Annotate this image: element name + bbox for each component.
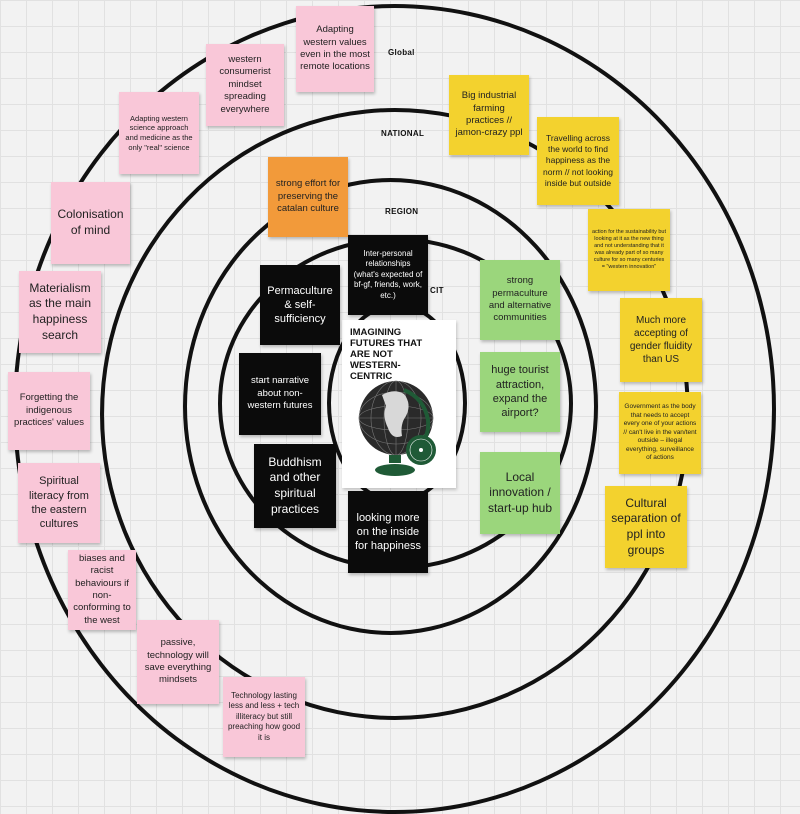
note-materialism[interactable]: Materialism as the main happiness search bbox=[19, 271, 101, 353]
note-catalan-culture[interactable]: strong effort for preserving the catalan… bbox=[268, 157, 348, 237]
note-spiritual-literacy[interactable]: Spiritual literacy from the eastern cult… bbox=[18, 463, 100, 543]
note-biases-racist[interactable]: biases and racist behaviours if non-conf… bbox=[68, 550, 136, 630]
note-travelling[interactable]: Travelling across the world to find happ… bbox=[537, 117, 619, 205]
ring-label-global: Global bbox=[388, 48, 415, 57]
globe-image bbox=[358, 380, 436, 476]
note-cultural-separation[interactable]: Cultural separation of ppl into groups bbox=[605, 486, 687, 568]
center-card[interactable]: IMAGINING FUTURES THAT ARE NOT WESTERN-C… bbox=[342, 320, 456, 488]
note-government-body[interactable]: Government as the body that needs to acc… bbox=[619, 392, 701, 474]
note-adapting-western-values[interactable]: Adapting western values even in the most… bbox=[296, 6, 374, 92]
note-passive-technology[interactable]: passive, technology will save everything… bbox=[137, 620, 219, 704]
note-start-narrative[interactable]: start narrative about non-western future… bbox=[239, 353, 321, 435]
ring-region bbox=[183, 178, 598, 635]
note-western-consumerist[interactable]: western consumerist mindset spreading ev… bbox=[206, 44, 284, 126]
note-action-sustainability[interactable]: action for the sustainability but lookin… bbox=[588, 209, 670, 291]
ring-label-city: CIT bbox=[430, 286, 444, 295]
center-title: IMAGINING FUTURES THAT ARE NOT WESTERN-C… bbox=[350, 327, 423, 382]
ring-label-region: REGION bbox=[385, 207, 419, 216]
note-looking-inside[interactable]: looking more on the inside for happiness bbox=[348, 491, 428, 573]
note-gender-fluidity[interactable]: Much more accepting of gender fluidity t… bbox=[620, 298, 702, 382]
note-tourist-attraction[interactable]: huge tourist attraction, expand the airp… bbox=[480, 352, 560, 432]
note-forgetting-indigenous[interactable]: Forgetting the indigenous practices' val… bbox=[8, 372, 90, 450]
note-local-innovation[interactable]: Local innovation / start-up hub bbox=[480, 452, 560, 534]
note-buddhism[interactable]: Buddhism and other spiritual practices bbox=[254, 444, 336, 528]
note-colonisation-mind[interactable]: Colonisation of mind bbox=[51, 182, 130, 264]
note-strong-permaculture[interactable]: strong permaculture and alternative comm… bbox=[480, 260, 560, 340]
note-permaculture-self[interactable]: Permaculture & self-sufficiency bbox=[260, 265, 340, 345]
note-interpersonal[interactable]: Inter-personal relationships (what's exp… bbox=[348, 235, 428, 315]
note-technology-lasting[interactable]: Technology lasting less and less + tech … bbox=[223, 677, 305, 757]
note-adapting-science[interactable]: Adapting western science approach and me… bbox=[119, 92, 199, 174]
ring-label-national: NATIONAL bbox=[381, 129, 425, 138]
note-big-industrial[interactable]: Big industrial farming practices // jamo… bbox=[449, 75, 529, 155]
